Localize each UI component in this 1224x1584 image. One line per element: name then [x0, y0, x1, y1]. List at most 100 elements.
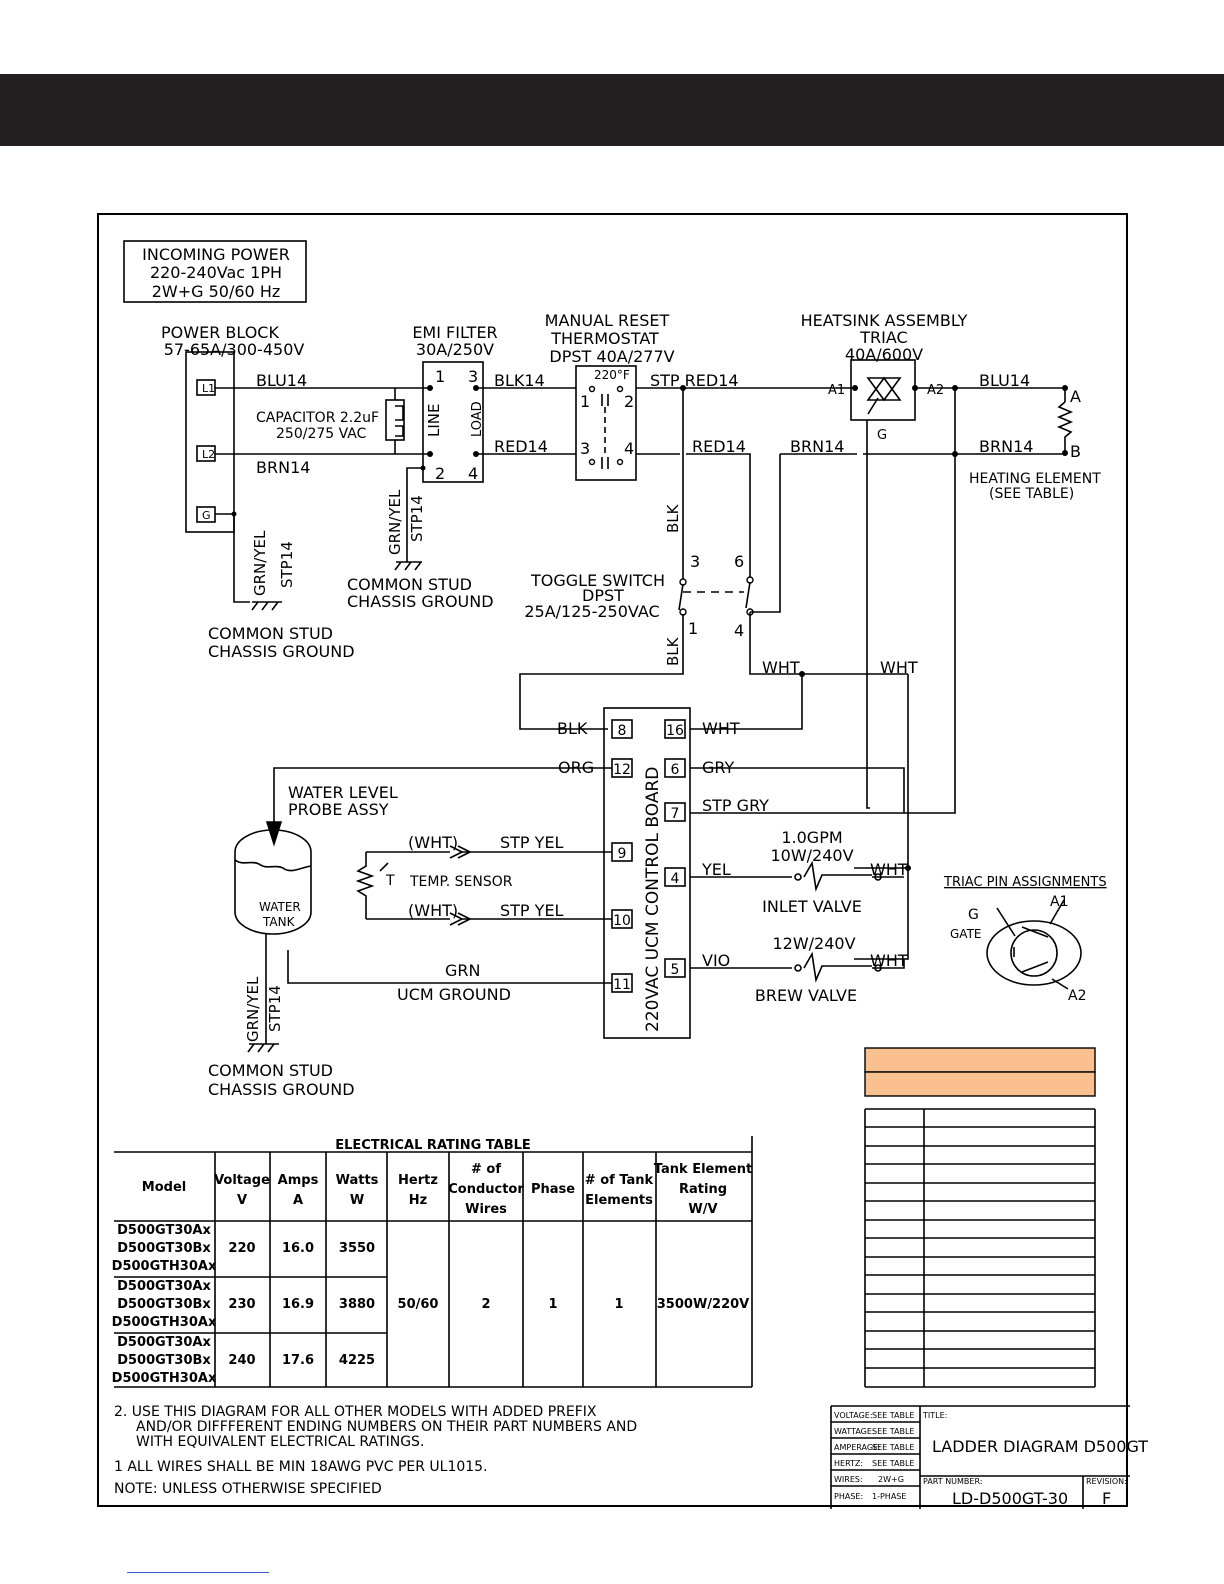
wire-blk-ucm: BLK [557, 719, 588, 738]
sensor-wht-2: (WHT) [408, 901, 458, 920]
svg-text:Phase: Phase [531, 1182, 575, 1197]
tb-title-label: TITLE: [922, 1411, 947, 1420]
tb-voltage-label: VOLTAGE: [834, 1411, 873, 1420]
wire-wht-ucm: WHT [702, 719, 740, 738]
triac-heatsink [850, 359, 916, 421]
element-rating-value: 3500W/220V [657, 1297, 749, 1312]
note-2-line3: WITH EQUIVALENT ELECTRICAL RATINGS. [136, 1434, 424, 1450]
model-3c: D500GTH30Ax [112, 1371, 217, 1386]
wire-blu14-a: BLU14 [256, 371, 307, 390]
emi-filter-title: EMI FILTER [412, 323, 497, 342]
svg-text:Wires: Wires [465, 1202, 507, 1217]
tb-voltage-value: SEE TABLE [872, 1411, 914, 1420]
tb-revision-label: REVISION: [1086, 1477, 1127, 1486]
chassis-ground-3-line1: COMMON STUD [208, 1061, 333, 1080]
thermostat-title1: MANUAL RESET [545, 311, 670, 330]
wire-wht-1: WHT [762, 658, 800, 677]
revision: F [1102, 1489, 1111, 1508]
triac-pin-g: G [968, 907, 979, 923]
pin-6: 6 [671, 762, 680, 778]
model-3a: D500GT30Ax [117, 1335, 211, 1350]
wire-stp-gry: STP GRY [702, 796, 769, 815]
sensor-stp-yel-2: STP YEL [500, 901, 564, 920]
brew-valve-rating: 12W/240V [772, 934, 855, 953]
incoming-power-line2: 220-240Vac 1PH [150, 263, 282, 282]
inlet-valve-rating: 10W/240V [770, 846, 853, 865]
voltage-1: 220 [228, 1241, 255, 1256]
svg-text:# of: # of [471, 1162, 501, 1177]
wire-vio: VIO [702, 951, 730, 970]
model-2c: D500GTH30Ax [112, 1315, 217, 1330]
model-3b: D500GT30Bx [117, 1353, 211, 1368]
ladder-diagram: INCOMING POWER 220-240Vac 1PH 2W+G 50/60… [112, 240, 1148, 1509]
thermostat-temp: 220°F [594, 368, 630, 382]
thermostat-terminal-3: 3 [580, 439, 590, 458]
pin-5: 5 [671, 962, 680, 978]
pin-4: 4 [671, 871, 680, 887]
thermostat-terminal-1: 1 [580, 392, 590, 411]
tb-amperage-value: SEE TABLE [872, 1443, 914, 1452]
triac-title: TRIAC [859, 328, 907, 347]
chassis-ground-1-line1: COMMON STUD [208, 624, 333, 643]
incoming-power-line1: INCOMING POWER [142, 245, 290, 264]
capacitor-title: CAPACITOR 2.2uF [256, 410, 379, 426]
watts-2: 3880 [339, 1297, 375, 1312]
triac-a2: A2 [927, 383, 944, 398]
probe-title2: PROBE ASSY [288, 800, 389, 819]
capacitor-rating: 250/275 VAC [276, 426, 367, 442]
temp-sensor-t: T [385, 873, 395, 889]
inlet-valve-flow: 1.0GPM [781, 828, 842, 847]
wire-yel: YEL [701, 860, 731, 879]
grn-yel-3: GRN/YEL [244, 976, 262, 1042]
part-number: LD-D500GT-30 [952, 1489, 1068, 1508]
water-tank [234, 829, 312, 935]
th-voltage: Voltage [214, 1173, 270, 1188]
wire-wht-brew: WHT [870, 951, 908, 970]
chassis-ground-2-line2: CHASSIS GROUND [347, 592, 494, 611]
incoming-power-box [123, 240, 307, 303]
triac-g: G [877, 428, 887, 443]
svg-text:Hz: Hz [409, 1193, 427, 1208]
watts-1: 3550 [339, 1241, 375, 1256]
wire-brn14-b: BRN14 [790, 437, 844, 456]
toggle-switch-rating: 25A/125-250VAC [524, 602, 659, 621]
stp14-1: STP14 [278, 541, 296, 588]
thermostat-title2: THERMOSTAT [550, 329, 659, 348]
thermostat-terminal-2: 2 [624, 392, 634, 411]
grn-yel-2: GRN/YEL [386, 489, 404, 555]
emi-filter-rating: 30A/250V [416, 340, 494, 359]
tb-phase-label: PHASE: [834, 1492, 863, 1501]
page-header-bar [0, 74, 1224, 146]
pin-9: 9 [618, 846, 627, 862]
emi-terminal-4: 4 [468, 464, 478, 483]
heater-terminal-a: A [1070, 387, 1081, 406]
emi-filter [422, 361, 484, 483]
heating-element-title: HEATING ELEMENT [969, 471, 1101, 487]
voltage-2: 230 [228, 1297, 255, 1312]
svg-text:Amps: Amps [278, 1173, 319, 1188]
ucm-ground-label: UCM GROUND [397, 985, 511, 1004]
svg-text:Elements: Elements [585, 1193, 653, 1208]
tb-wattage-value: SEE TABLE [872, 1427, 914, 1436]
water-tank-label1: WATER [259, 900, 301, 914]
wire-wht-inlet: WHT [870, 860, 908, 879]
pin-7: 7 [671, 806, 680, 822]
svg-text:Tank Element: Tank Element [654, 1162, 752, 1177]
wire-red14-a: RED14 [494, 437, 548, 456]
wire-brn14-c: BRN14 [979, 437, 1033, 456]
inlet-valve-label: INLET VALVE [762, 897, 862, 916]
stp14-3: STP14 [266, 985, 284, 1032]
model-1b: D500GT30Bx [117, 1241, 211, 1256]
wire-stp-red14: STP RED14 [650, 371, 739, 390]
wire-grn: GRN [445, 961, 480, 980]
amps-2: 16.9 [282, 1297, 314, 1312]
brew-valve-label: BREW VALVE [755, 986, 857, 1005]
model-2b: D500GT30Bx [117, 1297, 211, 1312]
switch-terminal-3: 3 [690, 552, 700, 571]
switch-terminal-4: 4 [734, 621, 744, 640]
orange-table-subheader [864, 1071, 1096, 1097]
emi-line-label: LINE [425, 404, 443, 437]
drawing-title: LADDER DIAGRAM D500GT [932, 1437, 1148, 1456]
orange-table-header [864, 1047, 1096, 1073]
tb-wires-value: 2W+G [878, 1475, 904, 1484]
